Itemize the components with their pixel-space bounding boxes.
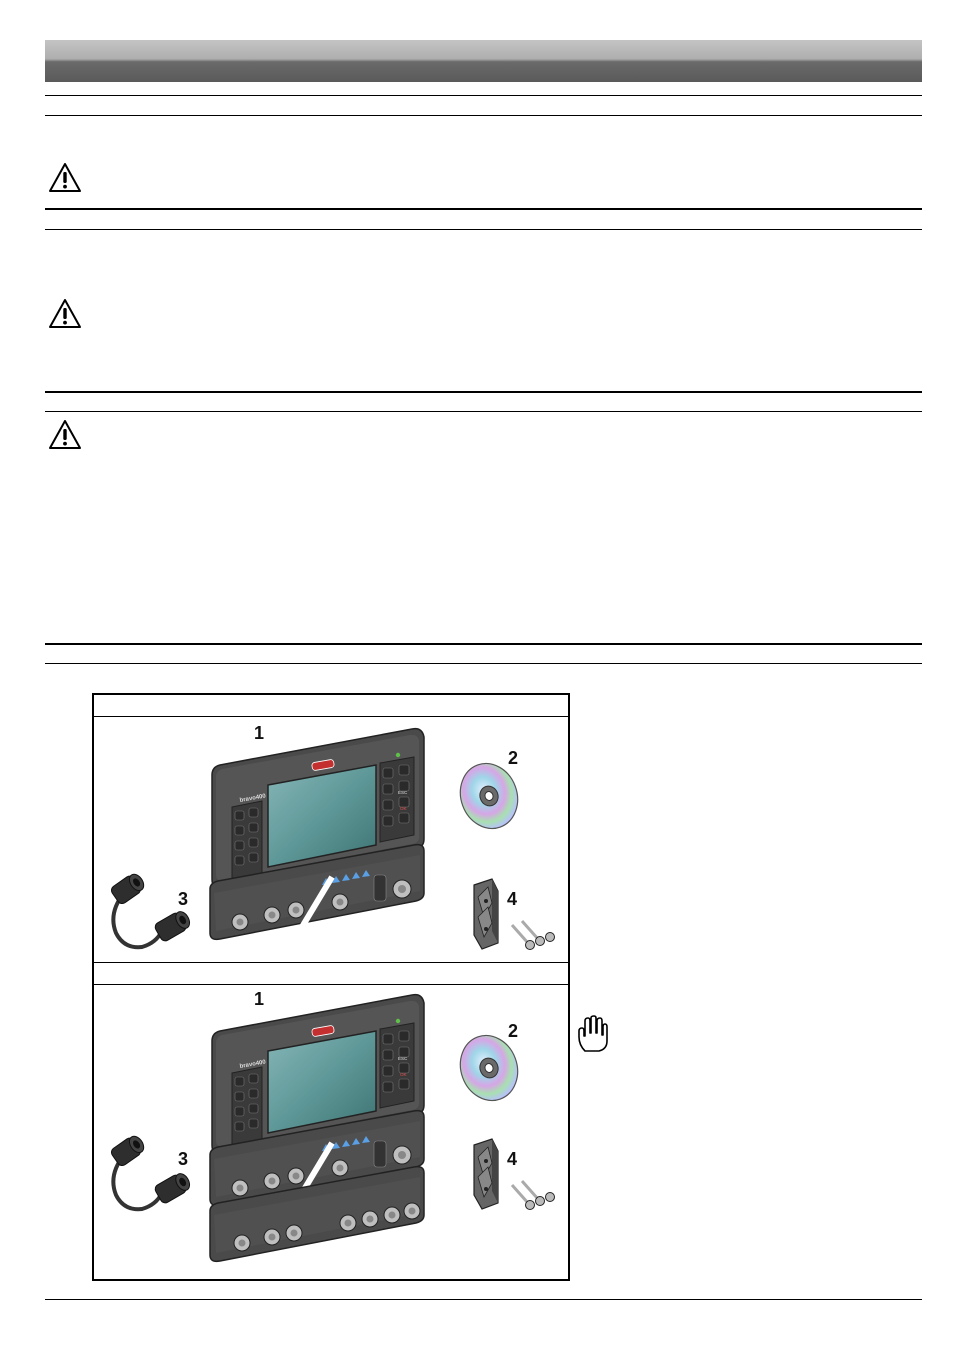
ok-key-label: OK [400, 806, 407, 811]
footer-rule [45, 1299, 922, 1300]
control-unit-illustration: bravo400 ESC OK [209, 727, 425, 941]
section-rule [45, 411, 922, 412]
section-rule [45, 391, 922, 393]
power-cable-illustration [110, 1135, 191, 1212]
device-logo: bravo400 [239, 793, 267, 804]
ok-key-label: OK [400, 1072, 407, 1077]
section-rule [45, 229, 922, 230]
power-cable-illustration [110, 873, 191, 950]
figure-panel-1: 1 2 3 4 bravo400 [94, 717, 568, 962]
esc-key-label: ESC [398, 1056, 408, 1061]
device-logo: bravo400 [239, 1059, 267, 1070]
figure-header-divider [94, 716, 568, 717]
cd-rom-illustration [459, 762, 519, 830]
section-rule [45, 643, 922, 645]
warning-icon [49, 163, 81, 192]
callout-3: 3 [178, 889, 189, 909]
callout-1: 1 [254, 723, 265, 743]
warning-icon [49, 299, 81, 328]
equipment-figure: 1 2 3 4 bravo400 [92, 693, 570, 1281]
section-rule [45, 115, 922, 116]
cd-rom-illustration [459, 1034, 519, 1102]
callout-3: 3 [178, 1149, 189, 1169]
mounting-bracket-illustration [473, 1138, 555, 1210]
callout-4: 4 [507, 1149, 518, 1169]
figure-panel-divider [94, 962, 568, 963]
callout-1: 1 [254, 989, 265, 1009]
esc-key-label: ESC [398, 790, 408, 795]
figure-panel-divider [94, 984, 568, 985]
section-rule [45, 95, 922, 96]
stop-hand-icon [578, 1015, 608, 1052]
callout-2: 2 [508, 748, 519, 768]
control-unit-illustration: bravo400 ESC OK [209, 993, 425, 1263]
section-rule [45, 663, 922, 664]
section-rule [45, 208, 922, 210]
header-band [45, 40, 922, 82]
warning-icon [49, 420, 81, 449]
figure-panel-2: 1 2 3 4 bravo400 [94, 985, 568, 1279]
mounting-bracket-illustration [473, 878, 555, 950]
callout-4: 4 [507, 889, 518, 909]
callout-2: 2 [508, 1021, 519, 1041]
